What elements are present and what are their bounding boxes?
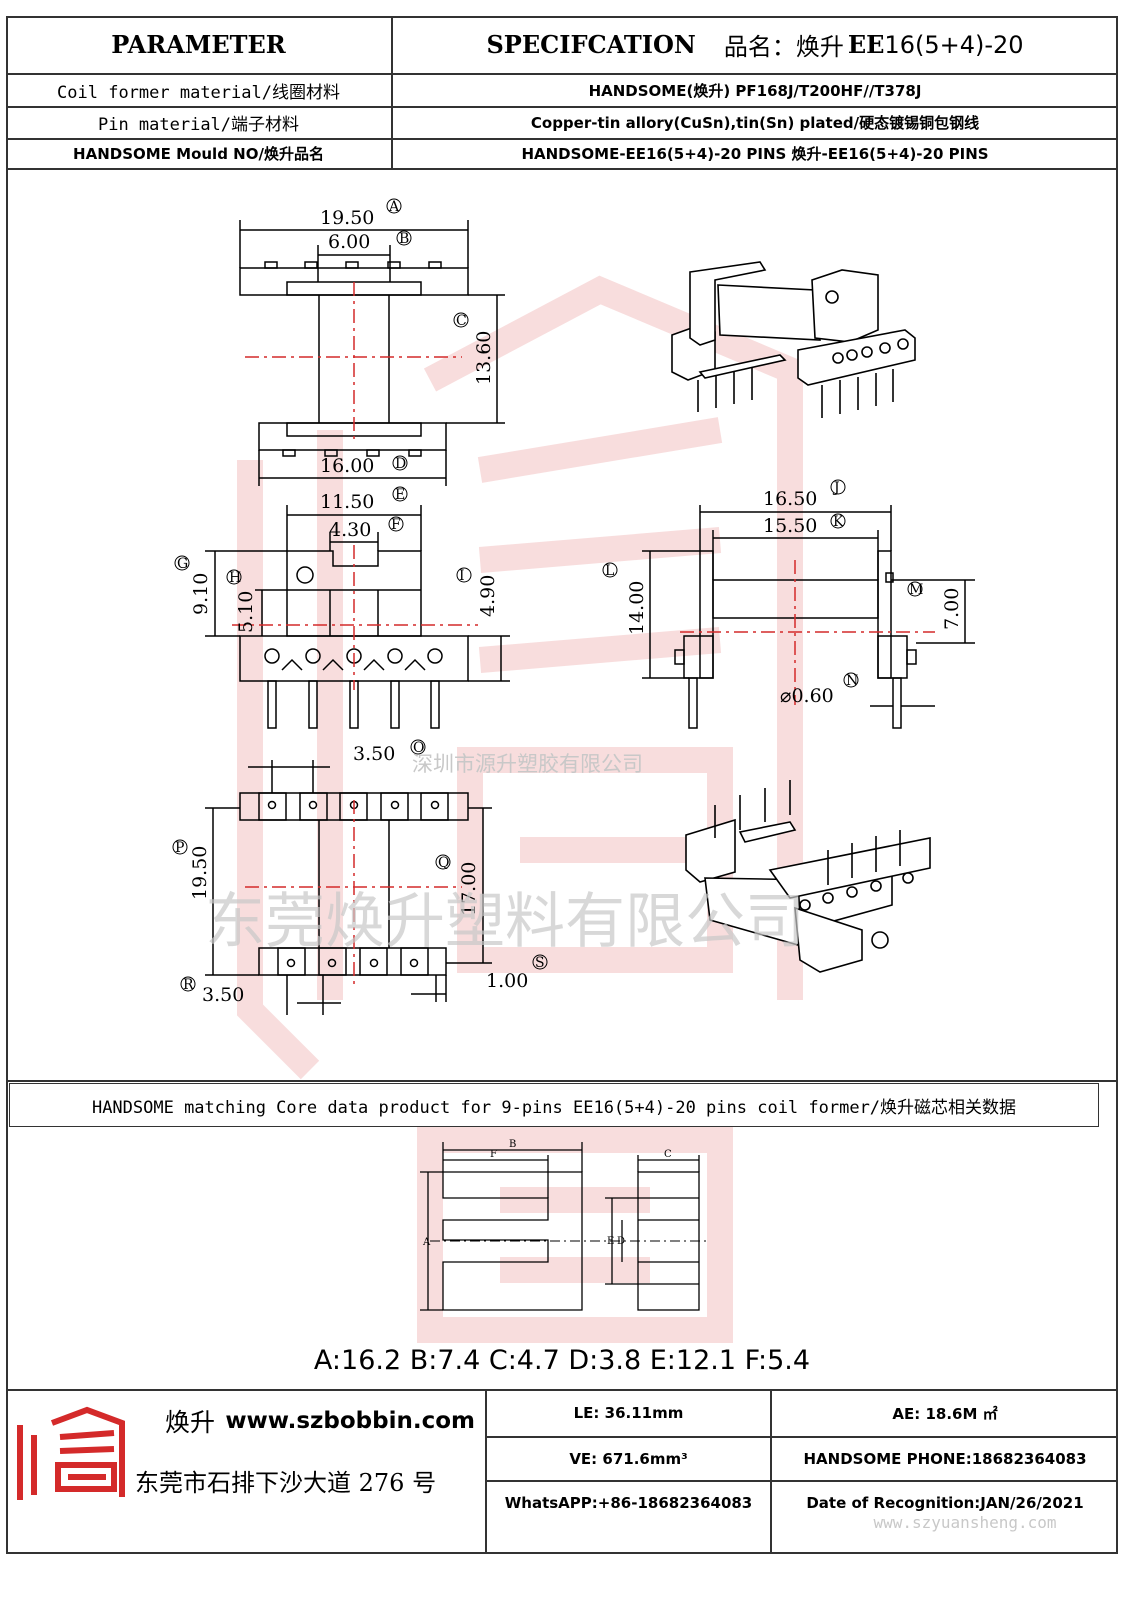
dim-b: 6.00 — [328, 231, 370, 253]
dim-k: 15.50 — [763, 515, 817, 537]
coil-material-label: Coil former material/线圈材料 — [57, 82, 340, 103]
footer-address: 东莞市石排下沙大道 276 号 — [135, 1468, 437, 1497]
watermark-logo — [237, 275, 803, 1343]
svg-text:D: D — [617, 1236, 625, 1247]
svg-text:A: A — [422, 1237, 431, 1248]
mould-no-value: HANDSOME-EE16(5+4)-20 PINS 焕升-EE16(5+4)-… — [521, 145, 989, 163]
footer-whatsapp: WhatsAPP:+86-18682364083 — [504, 1493, 753, 1512]
footer-date: Date of Recognition:JAN/26/2021 — [806, 1493, 1084, 1512]
svg-text:E: E — [607, 1236, 614, 1247]
dim-n: ⌀0.60 — [780, 685, 834, 707]
company-logo — [17, 1406, 125, 1500]
svg-text:S: S — [535, 955, 545, 971]
watermark-bottom: www.szyuansheng.com — [873, 1512, 1057, 1532]
svg-text:M: M — [909, 582, 923, 598]
svg-text:I: I — [459, 568, 465, 584]
spec-heading: SPECIFCATION 品名：焕升 EE 16(5+4)-20 — [392, 16, 1118, 73]
divider — [6, 168, 1118, 170]
core-section-title: HANDSOME matching Core data product for … — [91, 1097, 1017, 1118]
end-view-right — [642, 505, 975, 729]
core-drawing — [420, 1142, 700, 1311]
svg-text:L: L — [605, 563, 614, 579]
divider — [6, 106, 1118, 108]
dim-i: 4.90 — [477, 575, 499, 617]
dim-p: 19.50 — [189, 846, 211, 900]
dim-a: 19.50 — [320, 207, 374, 229]
spec-sheet — [6, 16, 1118, 1554]
svg-text:R: R — [183, 977, 194, 993]
core-values: A:16.2 B:7.4 C:4.7 D:3.8 E:12.1 F:5.4 — [313, 1344, 811, 1376]
svg-text:E: E — [395, 487, 405, 503]
footer-le: LE: 36.11mm — [573, 1404, 684, 1422]
callouts-bottom: O P Q R S — [172, 739, 548, 993]
product-prefix: 品名：焕升 — [723, 33, 844, 61]
coil-material-value: HANDSOME(焕升) PF168J/T200HF//T378J — [588, 81, 922, 100]
divider — [6, 138, 1118, 140]
callouts-top: A B C D — [386, 198, 469, 472]
dim-s: 1.00 — [486, 970, 528, 992]
dim-q: 17.00 — [458, 862, 480, 916]
divider — [6, 1389, 1118, 1391]
svg-text:N: N — [846, 673, 858, 689]
dim-m: 7.00 — [941, 588, 963, 630]
svg-text:A: A — [388, 199, 400, 215]
dim-h: 5.10 — [235, 591, 257, 633]
spec-label: SPECIFCATION — [486, 30, 696, 59]
divider — [485, 1389, 487, 1554]
svg-text:C: C — [456, 313, 467, 329]
svg-text:J: J — [832, 480, 840, 496]
svg-text:O: O — [413, 740, 424, 756]
svg-text:F: F — [391, 517, 401, 533]
svg-text:K: K — [833, 514, 844, 530]
divider — [391, 16, 393, 169]
core-title-box — [9, 1083, 1099, 1127]
watermark-large: 东莞焕升塑料有限公司 — [205, 887, 805, 957]
watermark-small: 深圳市源升塑胶有限公司 — [412, 752, 643, 776]
pin-material-value: Copper-tin allory(CuSn),tin(Sn) plated/硬… — [530, 114, 980, 132]
product-model-bold: EE — [847, 30, 885, 59]
callouts-right: J K L M N — [602, 479, 923, 689]
footer-ae: AE: 18.6M ㎡ — [892, 1404, 998, 1423]
divider — [485, 1436, 1118, 1438]
svg-text:Q: Q — [438, 855, 449, 871]
dim-d: 16.00 — [320, 455, 374, 477]
svg-text:P: P — [175, 840, 184, 856]
dim-f: 4.30 — [329, 519, 371, 541]
core-labels: B F C A E D — [422, 1139, 672, 1248]
svg-text:C: C — [664, 1149, 672, 1160]
svg-text:B: B — [509, 1139, 516, 1150]
svg-text:D: D — [395, 456, 406, 472]
isometric-view-top — [671, 261, 916, 418]
dim-l: 14.00 — [626, 581, 648, 635]
mould-no-label: HANDSOME Mould NO/焕升品名 — [73, 145, 324, 163]
footer-website[interactable]: www.szbobbin.com — [225, 1408, 475, 1434]
svg-text:F: F — [490, 1149, 497, 1160]
footer-phone: HANDSOME PHONE:18682364083 — [803, 1449, 1087, 1468]
dim-r: 3.50 — [202, 984, 244, 1006]
divider — [770, 1389, 772, 1554]
pin-material-label: Pin material/端子材料 — [97, 115, 300, 135]
divider — [485, 1480, 1118, 1482]
product-model-rest: 16(5+4)-20 — [884, 30, 1024, 59]
dim-g: 9.10 — [190, 573, 212, 615]
callouts-middle: E F G H I — [174, 486, 472, 586]
footer-brand: 焕升 — [165, 1408, 216, 1437]
svg-text:G: G — [177, 556, 188, 572]
dim-c: 13.60 — [473, 331, 495, 385]
divider — [6, 1080, 1118, 1082]
dim-o: 3.50 — [353, 743, 395, 765]
isometric-view-bottom — [685, 780, 931, 973]
dim-e: 11.50 — [320, 491, 374, 513]
divider — [6, 73, 1118, 75]
footer-ve: VE: 671.6mm³ — [569, 1449, 688, 1468]
svg-text:H: H — [229, 570, 241, 586]
footer-brand-line: 焕升 www.szbobbin.com — [165, 1403, 475, 1439]
dim-j: 16.50 — [763, 488, 817, 510]
parameter-heading: PARAMETER — [111, 30, 286, 59]
svg-text:B: B — [399, 231, 409, 247]
